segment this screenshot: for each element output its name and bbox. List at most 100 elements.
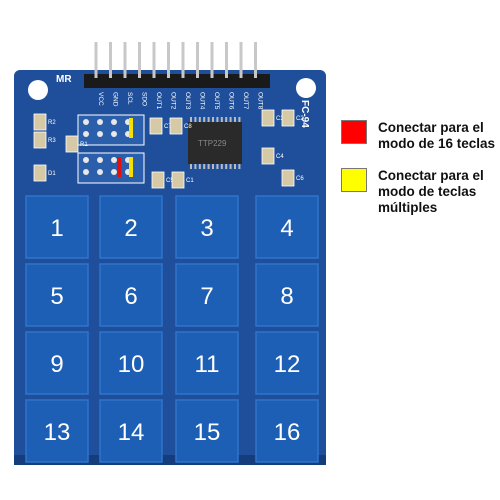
header-pin — [181, 42, 185, 78]
key-label: 7 — [200, 283, 213, 310]
key-pad[interactable] — [99, 263, 163, 327]
smd-component — [149, 117, 163, 135]
chip-leg — [194, 117, 197, 122]
chip-model-label: TTP229 — [198, 139, 227, 148]
pin-label: SCL — [126, 92, 133, 105]
pin-label: OUT2 — [170, 92, 177, 110]
key-pad[interactable] — [25, 331, 89, 395]
component-label: C2 — [296, 116, 304, 122]
key-pad[interactable] — [255, 263, 319, 327]
key-label: 12 — [274, 351, 301, 378]
key-pad[interactable] — [25, 263, 89, 327]
chip-leg — [234, 117, 236, 122]
smd-component — [65, 135, 79, 153]
key-label: 10 — [118, 351, 145, 378]
key-pad[interactable] — [175, 195, 239, 259]
jumper-block-lower — [77, 152, 145, 184]
legend-item-16-keys: Conectar para el modo de 16 teclas — [341, 120, 500, 152]
component-label: R1 — [80, 142, 88, 148]
pin-label: OUT5 — [213, 92, 220, 110]
component-label: C6 — [296, 176, 304, 182]
jumper-pad — [97, 131, 103, 137]
key-pad[interactable] — [99, 399, 163, 463]
pcb-shadow — [14, 455, 326, 465]
board-name-label: FC-94 — [299, 100, 310, 128]
chip-leg — [203, 117, 206, 122]
header-pin — [109, 42, 112, 78]
jumper-pad — [97, 119, 103, 125]
key-label: 3 — [200, 215, 213, 242]
jumper-pad — [111, 131, 117, 137]
chip-leg — [229, 164, 232, 169]
smd-component — [261, 147, 275, 165]
chip-leg — [190, 164, 192, 169]
chip-leg — [207, 164, 210, 169]
chip-leg — [216, 117, 219, 122]
jumper-pad — [97, 169, 103, 175]
smd-component — [169, 117, 183, 135]
jumper-pad — [97, 157, 103, 163]
pin-label: OUT3 — [184, 92, 191, 110]
legend-swatch-yellow — [341, 168, 367, 192]
legend-text-16-keys: Conectar para el modo de 16 teclas — [378, 120, 496, 151]
smd-component — [33, 164, 47, 182]
smd-component — [281, 109, 295, 127]
key-pad[interactable] — [25, 399, 89, 463]
header-pin — [152, 42, 156, 78]
header-pin — [254, 42, 257, 78]
smd-component — [33, 131, 47, 149]
key-label: 8 — [280, 283, 293, 310]
chip-leg — [198, 164, 201, 169]
key-pad[interactable] — [175, 331, 239, 395]
pin-label: OUT7 — [242, 92, 249, 110]
chip-leg — [190, 117, 192, 122]
chip-leg — [207, 117, 210, 122]
chip-leg — [225, 164, 228, 169]
key-label: 2 — [124, 215, 137, 242]
header-pin — [123, 42, 127, 78]
key-pad[interactable] — [255, 399, 319, 463]
key-label: 1 — [50, 215, 63, 242]
component-label: R2 — [48, 120, 56, 126]
jumper-yellow — [129, 157, 133, 177]
key-label: 14 — [118, 419, 145, 446]
key-pad[interactable] — [175, 399, 239, 463]
chip-leg — [212, 117, 214, 122]
smd-component — [33, 113, 47, 131]
chip-leg — [238, 117, 241, 122]
pin-label: VCC — [97, 92, 104, 106]
pin-label: OUT6 — [228, 92, 235, 110]
component-label: C5 — [166, 178, 174, 184]
mounting-hole-left — [28, 80, 48, 100]
smd-component — [261, 109, 275, 127]
key-pad[interactable] — [255, 195, 319, 259]
key-label: 6 — [124, 283, 137, 310]
header-pin — [196, 42, 199, 78]
key-label: 9 — [50, 351, 63, 378]
pin-label: OUT8 — [257, 92, 264, 110]
key-pad[interactable] — [255, 331, 319, 395]
key-pad[interactable] — [175, 263, 239, 327]
component-label: C7 — [164, 124, 172, 130]
key-pad[interactable] — [25, 195, 89, 259]
key-pad[interactable] — [99, 195, 163, 259]
pin-label: OUT1 — [155, 92, 162, 110]
header-pin — [167, 42, 170, 78]
chip-leg — [220, 117, 223, 122]
component-label: D1 — [48, 171, 56, 177]
component-label: R3 — [48, 138, 56, 144]
key-pad[interactable] — [99, 331, 163, 395]
pin-label: OUT4 — [199, 92, 206, 110]
smd-component — [151, 171, 165, 189]
chip-leg — [234, 164, 236, 169]
header-pin — [138, 42, 141, 78]
pin-label: GND — [112, 92, 119, 107]
component-label: C1 — [186, 178, 194, 184]
smd-component — [281, 169, 295, 187]
key-label: 11 — [195, 351, 220, 378]
legend-item-multi-keys: Conectar para el modo de teclas múltiple… — [341, 168, 500, 216]
jumper-pad — [111, 157, 117, 163]
chip-leg — [194, 164, 197, 169]
key-label: 13 — [44, 419, 71, 446]
legend-text-multi-keys: Conectar para el modo de teclas múltiple… — [378, 168, 484, 215]
